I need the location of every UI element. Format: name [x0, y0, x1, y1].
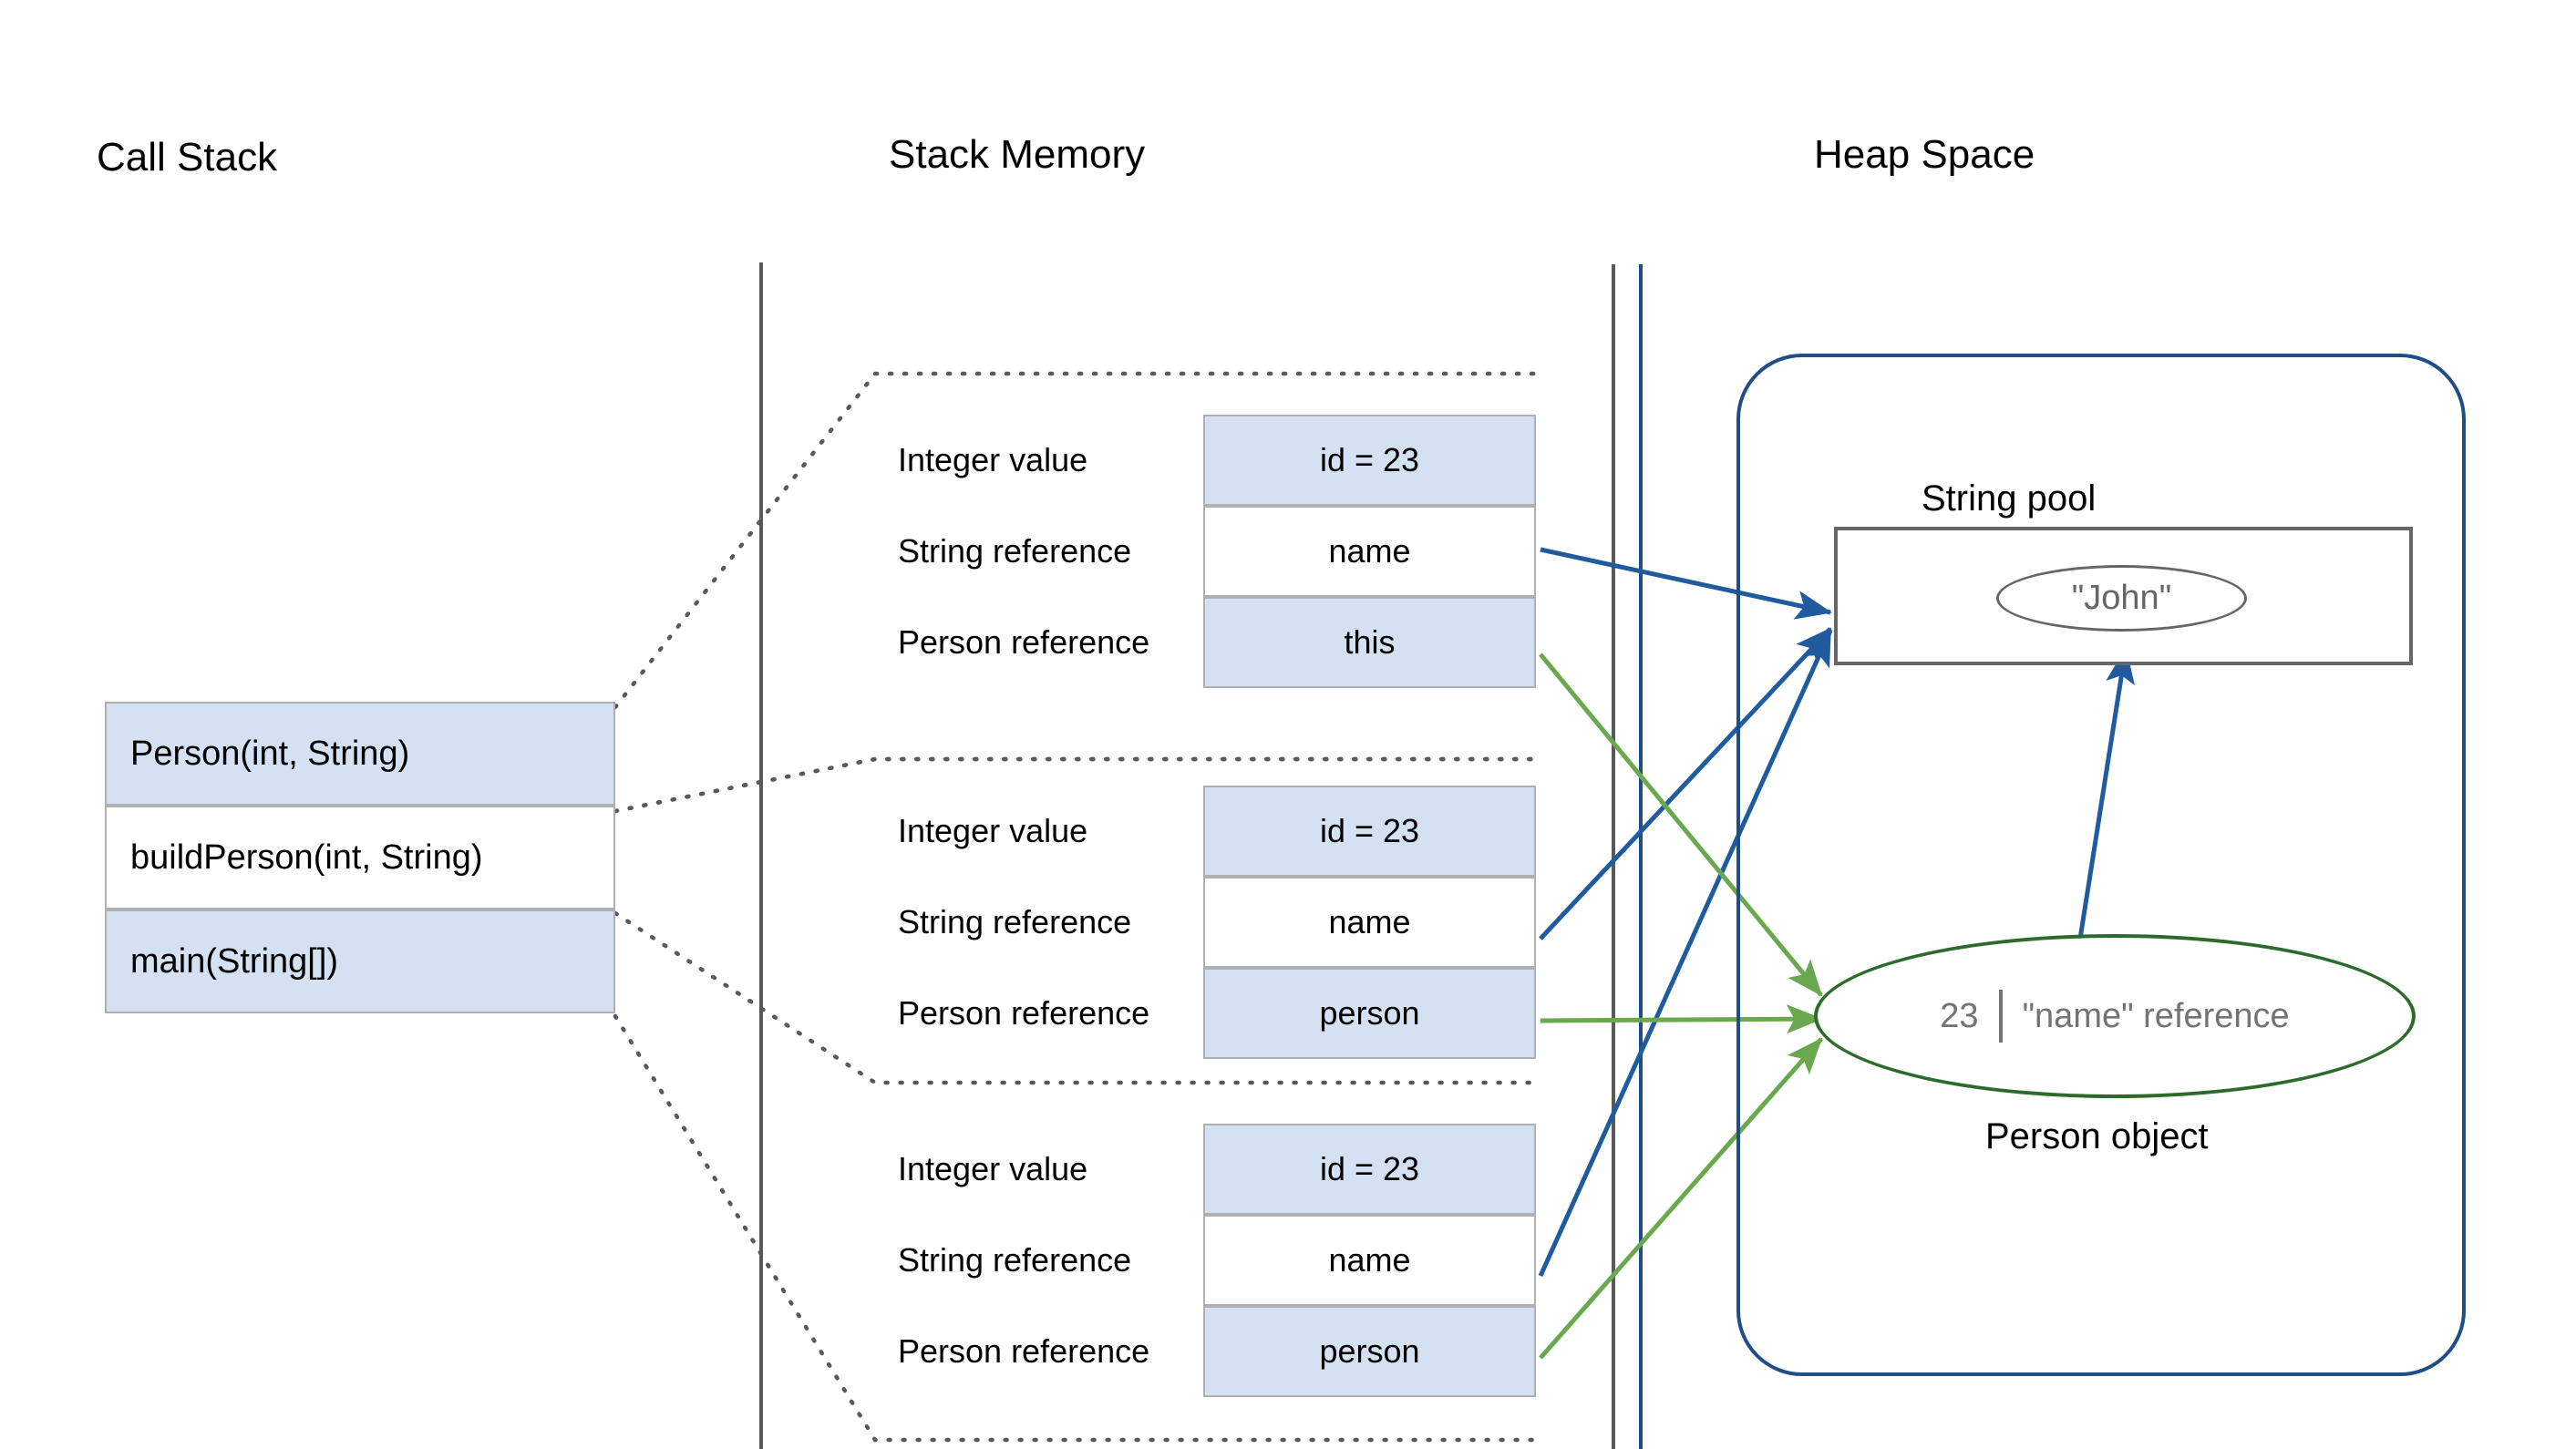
stack-memory-row: String reference name — [898, 877, 1809, 968]
person-object-name-ref: "name" reference — [2022, 996, 2290, 1035]
row-label: String reference — [898, 532, 1132, 570]
call-stack-frame-person[interactable]: Person(int, String) — [105, 702, 615, 806]
stack-memory-row: String reference name — [898, 1215, 1809, 1306]
column-header-stack-memory: Stack Memory — [889, 132, 1146, 177]
stack-memory-row: String reference name — [898, 506, 1809, 597]
row-value-cell[interactable]: name — [1203, 877, 1536, 968]
row-value-cell[interactable]: name — [1203, 506, 1536, 597]
row-label: String reference — [898, 1241, 1132, 1279]
row-label: Integer value — [898, 1150, 1088, 1187]
row-value-cell[interactable]: id = 23 — [1203, 786, 1536, 877]
call-stack-frame-label: buildPerson(int, String) — [130, 838, 483, 877]
stack-memory-row: Integer value id = 23 — [898, 786, 1809, 877]
row-value-cell[interactable]: name — [1203, 1215, 1536, 1306]
string-literal-john[interactable]: "John" — [1996, 565, 2247, 632]
person-object-field-divider — [1998, 990, 2003, 1043]
call-stack-frame-label: Person(int, String) — [130, 734, 410, 773]
stack-memory-row: Integer value id = 23 — [898, 415, 1809, 506]
call-stack-frame-buildperson[interactable]: buildPerson(int, String) — [105, 806, 615, 909]
row-label: Person reference — [898, 623, 1150, 661]
row-label: Person reference — [898, 1332, 1150, 1370]
row-label: Integer value — [898, 812, 1088, 849]
person-object-caption: Person object — [1985, 1116, 2209, 1156]
row-label: Integer value — [898, 441, 1088, 478]
heap-space-container — [1736, 354, 2466, 1376]
person-object-id: 23 — [1940, 996, 1979, 1035]
column-header-call-stack: Call Stack — [97, 135, 278, 180]
column-header-heap-space: Heap Space — [1814, 132, 2035, 177]
call-stack-frame-main[interactable]: main(String[]) — [105, 909, 615, 1013]
row-value-cell[interactable]: id = 23 — [1203, 1124, 1536, 1215]
string-pool-label: String pool — [1922, 478, 2097, 519]
row-value-cell[interactable]: id = 23 — [1203, 415, 1536, 506]
stack-memory-row: Person reference person — [898, 1306, 1809, 1397]
stack-memory-row: Integer value id = 23 — [898, 1124, 1809, 1215]
row-value-cell[interactable]: this — [1203, 597, 1536, 688]
stack-memory-row: Person reference this — [898, 597, 1809, 688]
call-stack-group: Person(int, String) buildPerson(int, Str… — [105, 702, 615, 1016]
row-value-cell[interactable]: person — [1203, 1306, 1536, 1397]
person-object-ellipse[interactable]: 23 "name" reference — [1814, 934, 2416, 1098]
row-label: String reference — [898, 903, 1132, 940]
stack-memory-row: Person reference person — [898, 968, 1809, 1059]
call-stack-frame-label: main(String[]) — [130, 941, 339, 981]
row-value-cell[interactable]: person — [1203, 968, 1536, 1059]
row-label: Person reference — [898, 994, 1150, 1032]
